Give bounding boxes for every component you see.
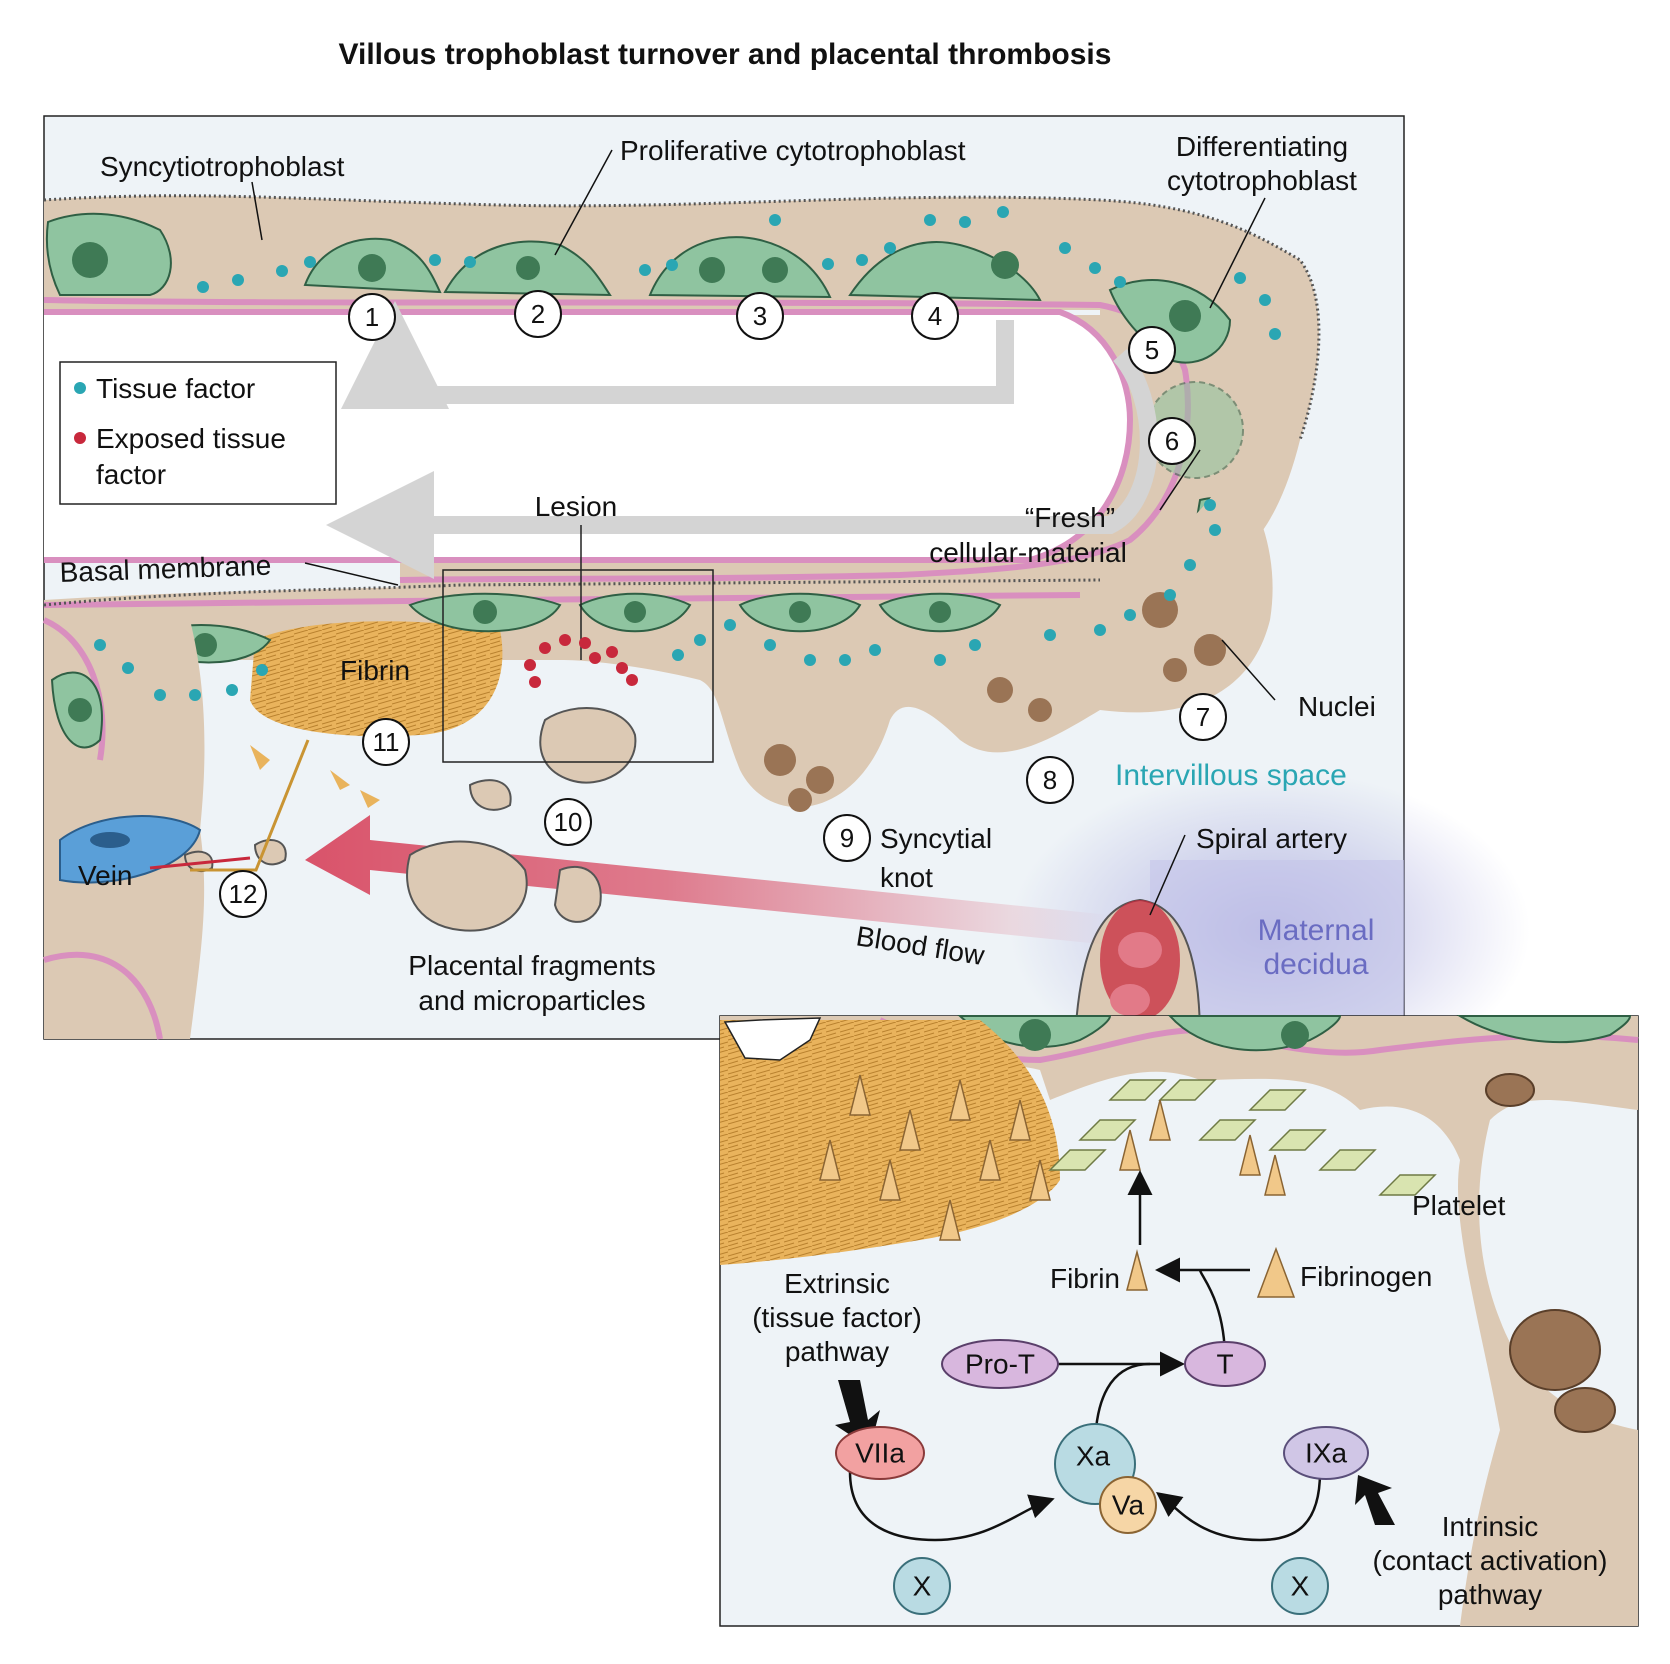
step-6: 6 bbox=[1148, 417, 1196, 465]
inset-panel: Pro-T T VIIa Xa Va IXa X X bbox=[719, 1015, 1639, 1627]
svg-text:VIIa: VIIa bbox=[855, 1438, 905, 1469]
node-x-left: X bbox=[893, 1557, 951, 1615]
svg-text:1: 1 bbox=[365, 302, 379, 332]
legend-exposed-line2: factor bbox=[96, 459, 166, 490]
vein-vessel bbox=[59, 815, 202, 884]
node-pro-t: Pro-T bbox=[941, 1339, 1059, 1389]
label-syncytiotrophoblast: Syncytiotrophoblast bbox=[100, 151, 345, 182]
label-spiral-artery: Spiral artery bbox=[1196, 823, 1347, 854]
inset-label-extrinsic-line2: (tissue factor) bbox=[752, 1302, 922, 1333]
label-syncytial-line2: knot bbox=[880, 862, 933, 893]
step-4: 4 bbox=[911, 292, 959, 340]
label-differentiating-line2: cytotrophoblast bbox=[1167, 165, 1357, 196]
label-fragments-line2: and microparticles bbox=[418, 985, 645, 1016]
svg-text:3: 3 bbox=[753, 301, 767, 331]
svg-text:11: 11 bbox=[373, 727, 400, 757]
node-ixa: IXa bbox=[1283, 1426, 1369, 1480]
inset-platelets bbox=[1048, 1079, 1437, 1196]
svg-text:5: 5 bbox=[1145, 335, 1159, 365]
svg-text:Xa: Xa bbox=[1076, 1441, 1111, 1472]
step-11: 11 bbox=[362, 718, 410, 766]
step-2: 2 bbox=[514, 290, 562, 338]
inset-label-intrinsic-line3: pathway bbox=[1438, 1579, 1542, 1610]
inset-label-fibrin: Fibrin bbox=[1050, 1263, 1120, 1294]
step-10: 10 bbox=[544, 798, 592, 846]
svg-text:4: 4 bbox=[928, 301, 942, 331]
inset-fibrinogen-cone bbox=[1256, 1246, 1296, 1298]
step-markers: 1 2 3 4 5 6 7 8 9 10 11 12 bbox=[219, 290, 1227, 918]
label-fresh-line1: “Fresh” bbox=[1025, 502, 1115, 533]
node-va: Va bbox=[1099, 1476, 1157, 1534]
svg-text:7: 7 bbox=[1196, 702, 1210, 732]
step-3: 3 bbox=[736, 292, 784, 340]
step-7: 7 bbox=[1179, 693, 1227, 741]
placental-fragments bbox=[149, 707, 637, 932]
fibrin-deposit bbox=[250, 621, 503, 737]
step-8: 8 bbox=[1026, 756, 1074, 804]
inset-fibrin-cone bbox=[1126, 1249, 1148, 1291]
tissue-factor-dots bbox=[94, 206, 1281, 701]
node-t: T bbox=[1184, 1341, 1266, 1387]
inset-fibrin-mesh bbox=[720, 1020, 1060, 1265]
inset-label-extrinsic-line3: pathway bbox=[785, 1336, 889, 1367]
svg-text:6: 6 bbox=[1165, 426, 1179, 456]
inset-label-fibrinogen: Fibrinogen bbox=[1300, 1261, 1432, 1292]
intrinsic-pathway-arrow bbox=[1355, 1475, 1395, 1525]
svg-text:T: T bbox=[1216, 1349, 1233, 1380]
label-fresh-line2: cellular-material bbox=[929, 537, 1127, 568]
legend: Tissue factor Exposed tissue factor bbox=[59, 361, 337, 505]
label-maternal-line2: decidua bbox=[1263, 948, 1368, 981]
figure-title: Villous trophoblast turnover and placent… bbox=[338, 38, 1112, 71]
label-maternal-line1: Maternal bbox=[1258, 914, 1375, 947]
label-fibrin: Fibrin bbox=[340, 655, 410, 686]
exposed-tissue-factor-dots bbox=[524, 634, 638, 688]
legend-exposed-swatch bbox=[74, 432, 86, 444]
svg-text:10: 10 bbox=[554, 807, 583, 837]
main-panel bbox=[42, 115, 1530, 1090]
legend-exposed-line1: Exposed tissue bbox=[96, 423, 286, 454]
label-proliferative: Proliferative cytotrophoblast bbox=[620, 135, 966, 166]
step-12: 12 bbox=[219, 870, 267, 918]
inset-label-intrinsic-line2: (contact activation) bbox=[1373, 1545, 1608, 1576]
label-intervillous-space: Intervillous space bbox=[1115, 759, 1347, 792]
label-vein: Vein bbox=[78, 860, 133, 891]
svg-text:9: 9 bbox=[840, 823, 854, 853]
step-9: 9 bbox=[823, 814, 871, 862]
node-viia: VIIa bbox=[835, 1426, 925, 1480]
label-syncytial-line1: Syncytial bbox=[880, 823, 992, 854]
svg-text:IXa: IXa bbox=[1305, 1438, 1347, 1469]
inset-label-intrinsic-line1: Intrinsic bbox=[1442, 1511, 1538, 1542]
label-basal-membrane: Basal membrane bbox=[59, 550, 272, 588]
svg-text:2: 2 bbox=[531, 299, 545, 329]
node-x-right: X bbox=[1271, 1557, 1329, 1615]
svg-text:12: 12 bbox=[229, 879, 258, 909]
label-nuclei: Nuclei bbox=[1298, 691, 1376, 722]
left-villus bbox=[42, 617, 205, 1040]
blood-flow-arrow bbox=[305, 815, 1110, 945]
svg-text:8: 8 bbox=[1043, 765, 1057, 795]
legend-tissue-factor-swatch bbox=[74, 382, 86, 394]
label-fragments-line1: Placental fragments bbox=[408, 950, 655, 981]
svg-text:X: X bbox=[1291, 1571, 1310, 1602]
step-1: 1 bbox=[348, 293, 396, 341]
svg-text:Va: Va bbox=[1112, 1490, 1145, 1521]
inset-label-extrinsic-line1: Extrinsic bbox=[784, 1268, 890, 1299]
lesion-box bbox=[442, 569, 714, 763]
svg-text:Pro-T: Pro-T bbox=[965, 1349, 1035, 1380]
svg-text:X: X bbox=[913, 1571, 932, 1602]
legend-tissue-factor-label: Tissue factor bbox=[96, 373, 255, 404]
label-differentiating-line1: Differentiating bbox=[1176, 131, 1348, 162]
inset-label-platelet: Platelet bbox=[1412, 1190, 1506, 1221]
step-5: 5 bbox=[1128, 326, 1176, 374]
leader-lines bbox=[251, 149, 1276, 916]
label-lesion: Lesion bbox=[535, 491, 618, 522]
